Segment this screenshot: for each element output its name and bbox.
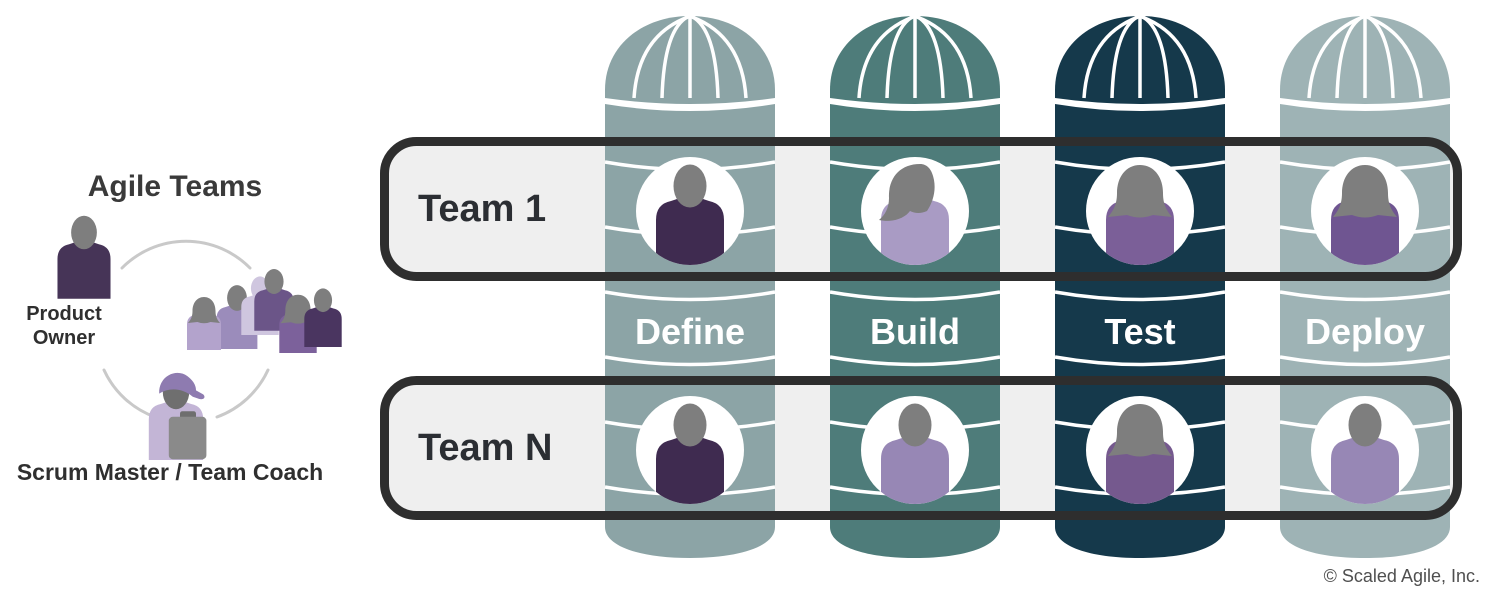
silo-define-label: Define [634,311,746,352]
teamN-deploy-member-icon [1311,396,1419,504]
team-n-label: Team N [418,427,553,469]
team-1-label: Team 1 [418,188,547,230]
silo-test-label: Test [1104,311,1176,352]
silo-deploy-label: Deploy [1304,311,1426,352]
product-owner-icon [57,215,111,299]
scrum-master-icon [148,372,207,460]
teamN-build-member-icon [861,396,969,504]
arc-top [120,239,252,270]
teamN-test-member-icon [1086,396,1194,504]
team-cluster-icon [187,269,342,353]
team1-band-border [380,137,1462,281]
teamN-define-member-icon [636,396,744,504]
arc-bottom-left [102,368,157,419]
team1-deploy-member-icon [1311,157,1419,265]
team1-test-member-icon [1086,157,1194,265]
cap-icon [159,372,205,400]
teamN-band-border [380,376,1462,520]
team1-build-member-icon [861,157,969,265]
silo-build-label: Build [870,311,960,352]
team-cycle-arcs [102,239,270,419]
arc-bottom-right [215,368,270,419]
product-owner-label: Product Owner [26,303,102,349]
copyright-text: © Scaled Agile, Inc. [1323,566,1480,586]
clipboard-icon [168,416,207,460]
scrum-master-label: Scrum Master / Team Coach [16,459,324,485]
team1-define-member-icon [636,157,744,265]
agile-teams-title: Agile Teams [87,170,263,203]
